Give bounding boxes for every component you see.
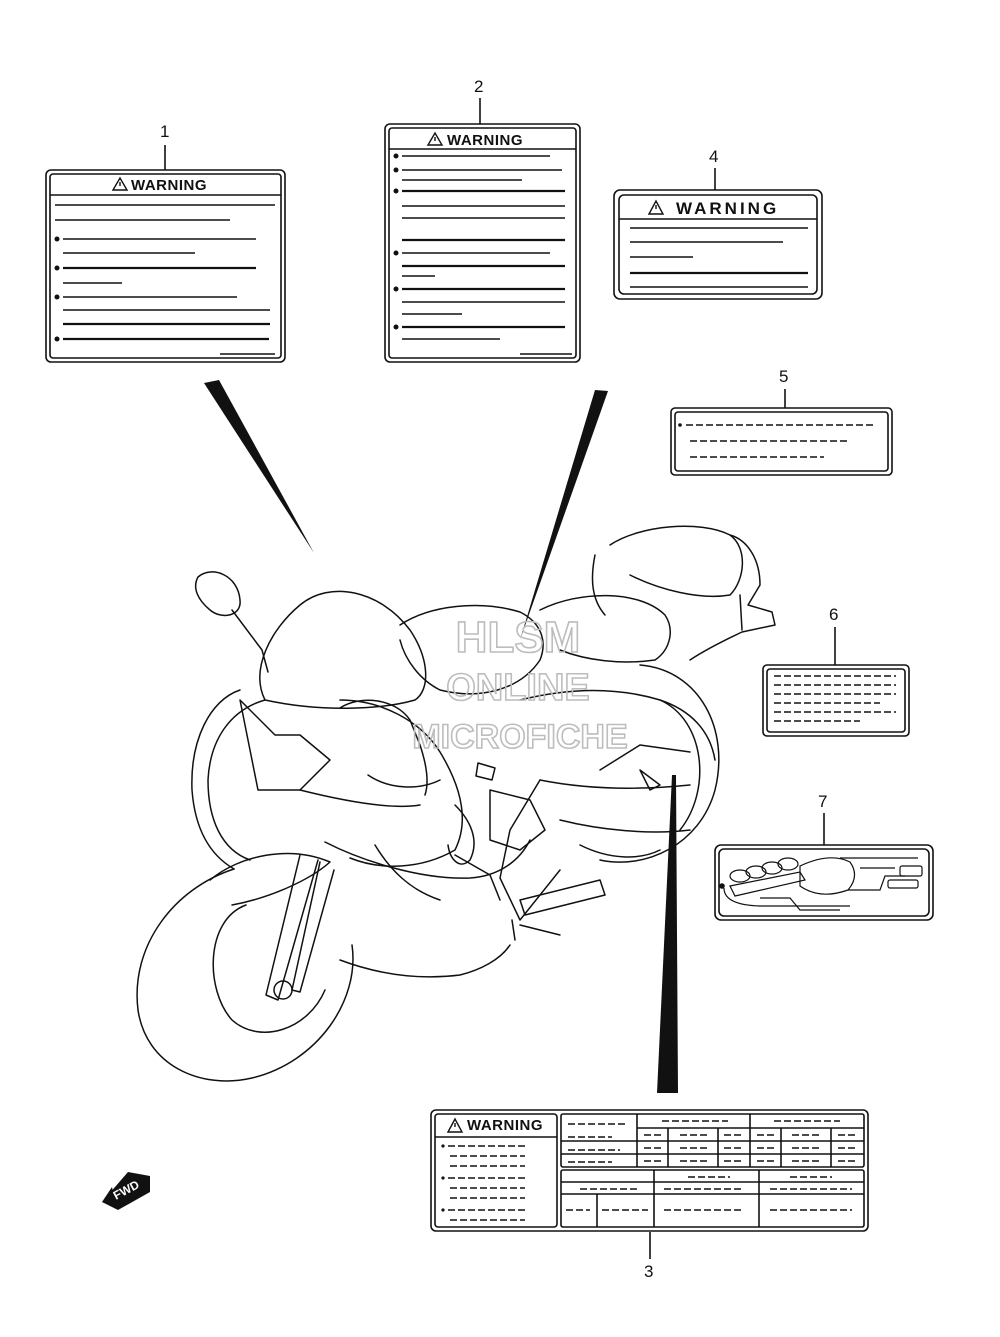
warning-triangle-icon — [426, 131, 444, 146]
label-1[interactable]: 1 WARNING — [45, 122, 286, 363]
label-3[interactable]: 3 WARNING — [430, 1109, 869, 1281]
motorcycle-illustration — [136, 525, 776, 1082]
warning-triangle-icon — [647, 199, 665, 215]
label-3-tire-size-table — [560, 1169, 865, 1228]
label-6-text-lines — [774, 675, 896, 722]
warning-triangle-icon — [111, 176, 129, 191]
label-7[interactable]: 7 — [714, 792, 934, 921]
label-2-text-lines — [393, 153, 572, 355]
callout-4: 4 — [709, 147, 718, 166]
callout-6: 6 — [829, 605, 838, 624]
label-3-warning-text-lines — [441, 1144, 528, 1221]
label-1-text-lines — [54, 204, 275, 355]
label-2-heading: WARNING — [447, 132, 523, 149]
label-4[interactable]: 4 WARNING — [613, 147, 823, 300]
label-4-heading: WARNING — [676, 199, 779, 218]
watermark-line-2: ONLINE — [446, 667, 590, 709]
label-1-outline — [45, 169, 286, 363]
fwd-arrow-icon: FWD — [102, 1172, 150, 1210]
label-4-text-lines — [630, 227, 808, 288]
pointer-wedges — [204, 380, 678, 1093]
callout-7: 7 — [818, 792, 827, 811]
label-3-tire-pressure-table — [560, 1113, 865, 1168]
label-5[interactable]: 5 — [670, 367, 893, 476]
label-3-heading: WARNING — [467, 1117, 543, 1134]
watermark: HLSM ONLINE MICROFICHE — [412, 612, 629, 757]
callout-3: 3 — [644, 1262, 653, 1281]
warning-triangle-icon — [446, 1117, 464, 1133]
callout-5: 5 — [779, 367, 788, 386]
label-1-heading: WARNING — [131, 177, 207, 194]
label-7-outline — [714, 844, 934, 921]
label-2[interactable]: 2 WARNING — [384, 77, 581, 363]
watermark-line-3: MICROFICHE — [412, 718, 627, 756]
label-5-text-lines — [678, 423, 876, 458]
label-6[interactable]: 6 — [762, 605, 910, 737]
callout-1: 1 — [160, 122, 169, 141]
vacuum-hose-routing-diagram — [719, 857, 923, 911]
watermark-line-1: HLSM — [456, 613, 581, 662]
label-6-outline — [762, 664, 910, 737]
callout-2: 2 — [474, 77, 483, 96]
label-4-outline — [613, 189, 823, 300]
